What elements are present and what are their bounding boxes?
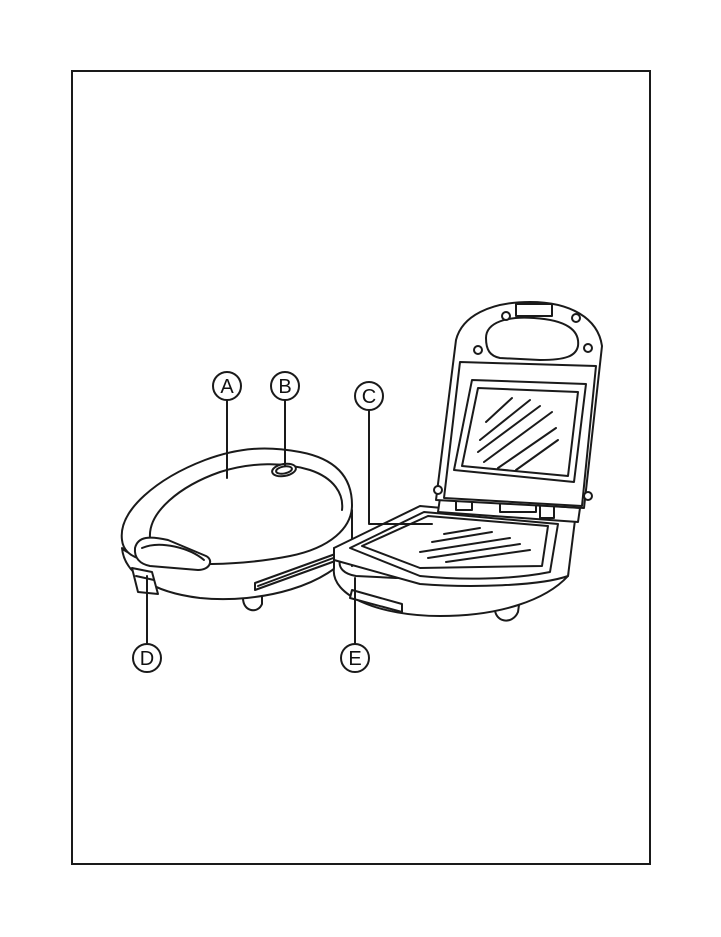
callout-label-A: A: [220, 376, 234, 398]
callout-label-D: D: [140, 648, 154, 670]
closed-sandwich-maker: [122, 448, 352, 610]
callout-label-B: B: [278, 376, 291, 398]
callout-label-C: C: [362, 386, 376, 408]
callout-C: C: [355, 382, 432, 524]
open-sandwich-maker: [334, 302, 602, 621]
callout-label-E: E: [348, 648, 361, 670]
